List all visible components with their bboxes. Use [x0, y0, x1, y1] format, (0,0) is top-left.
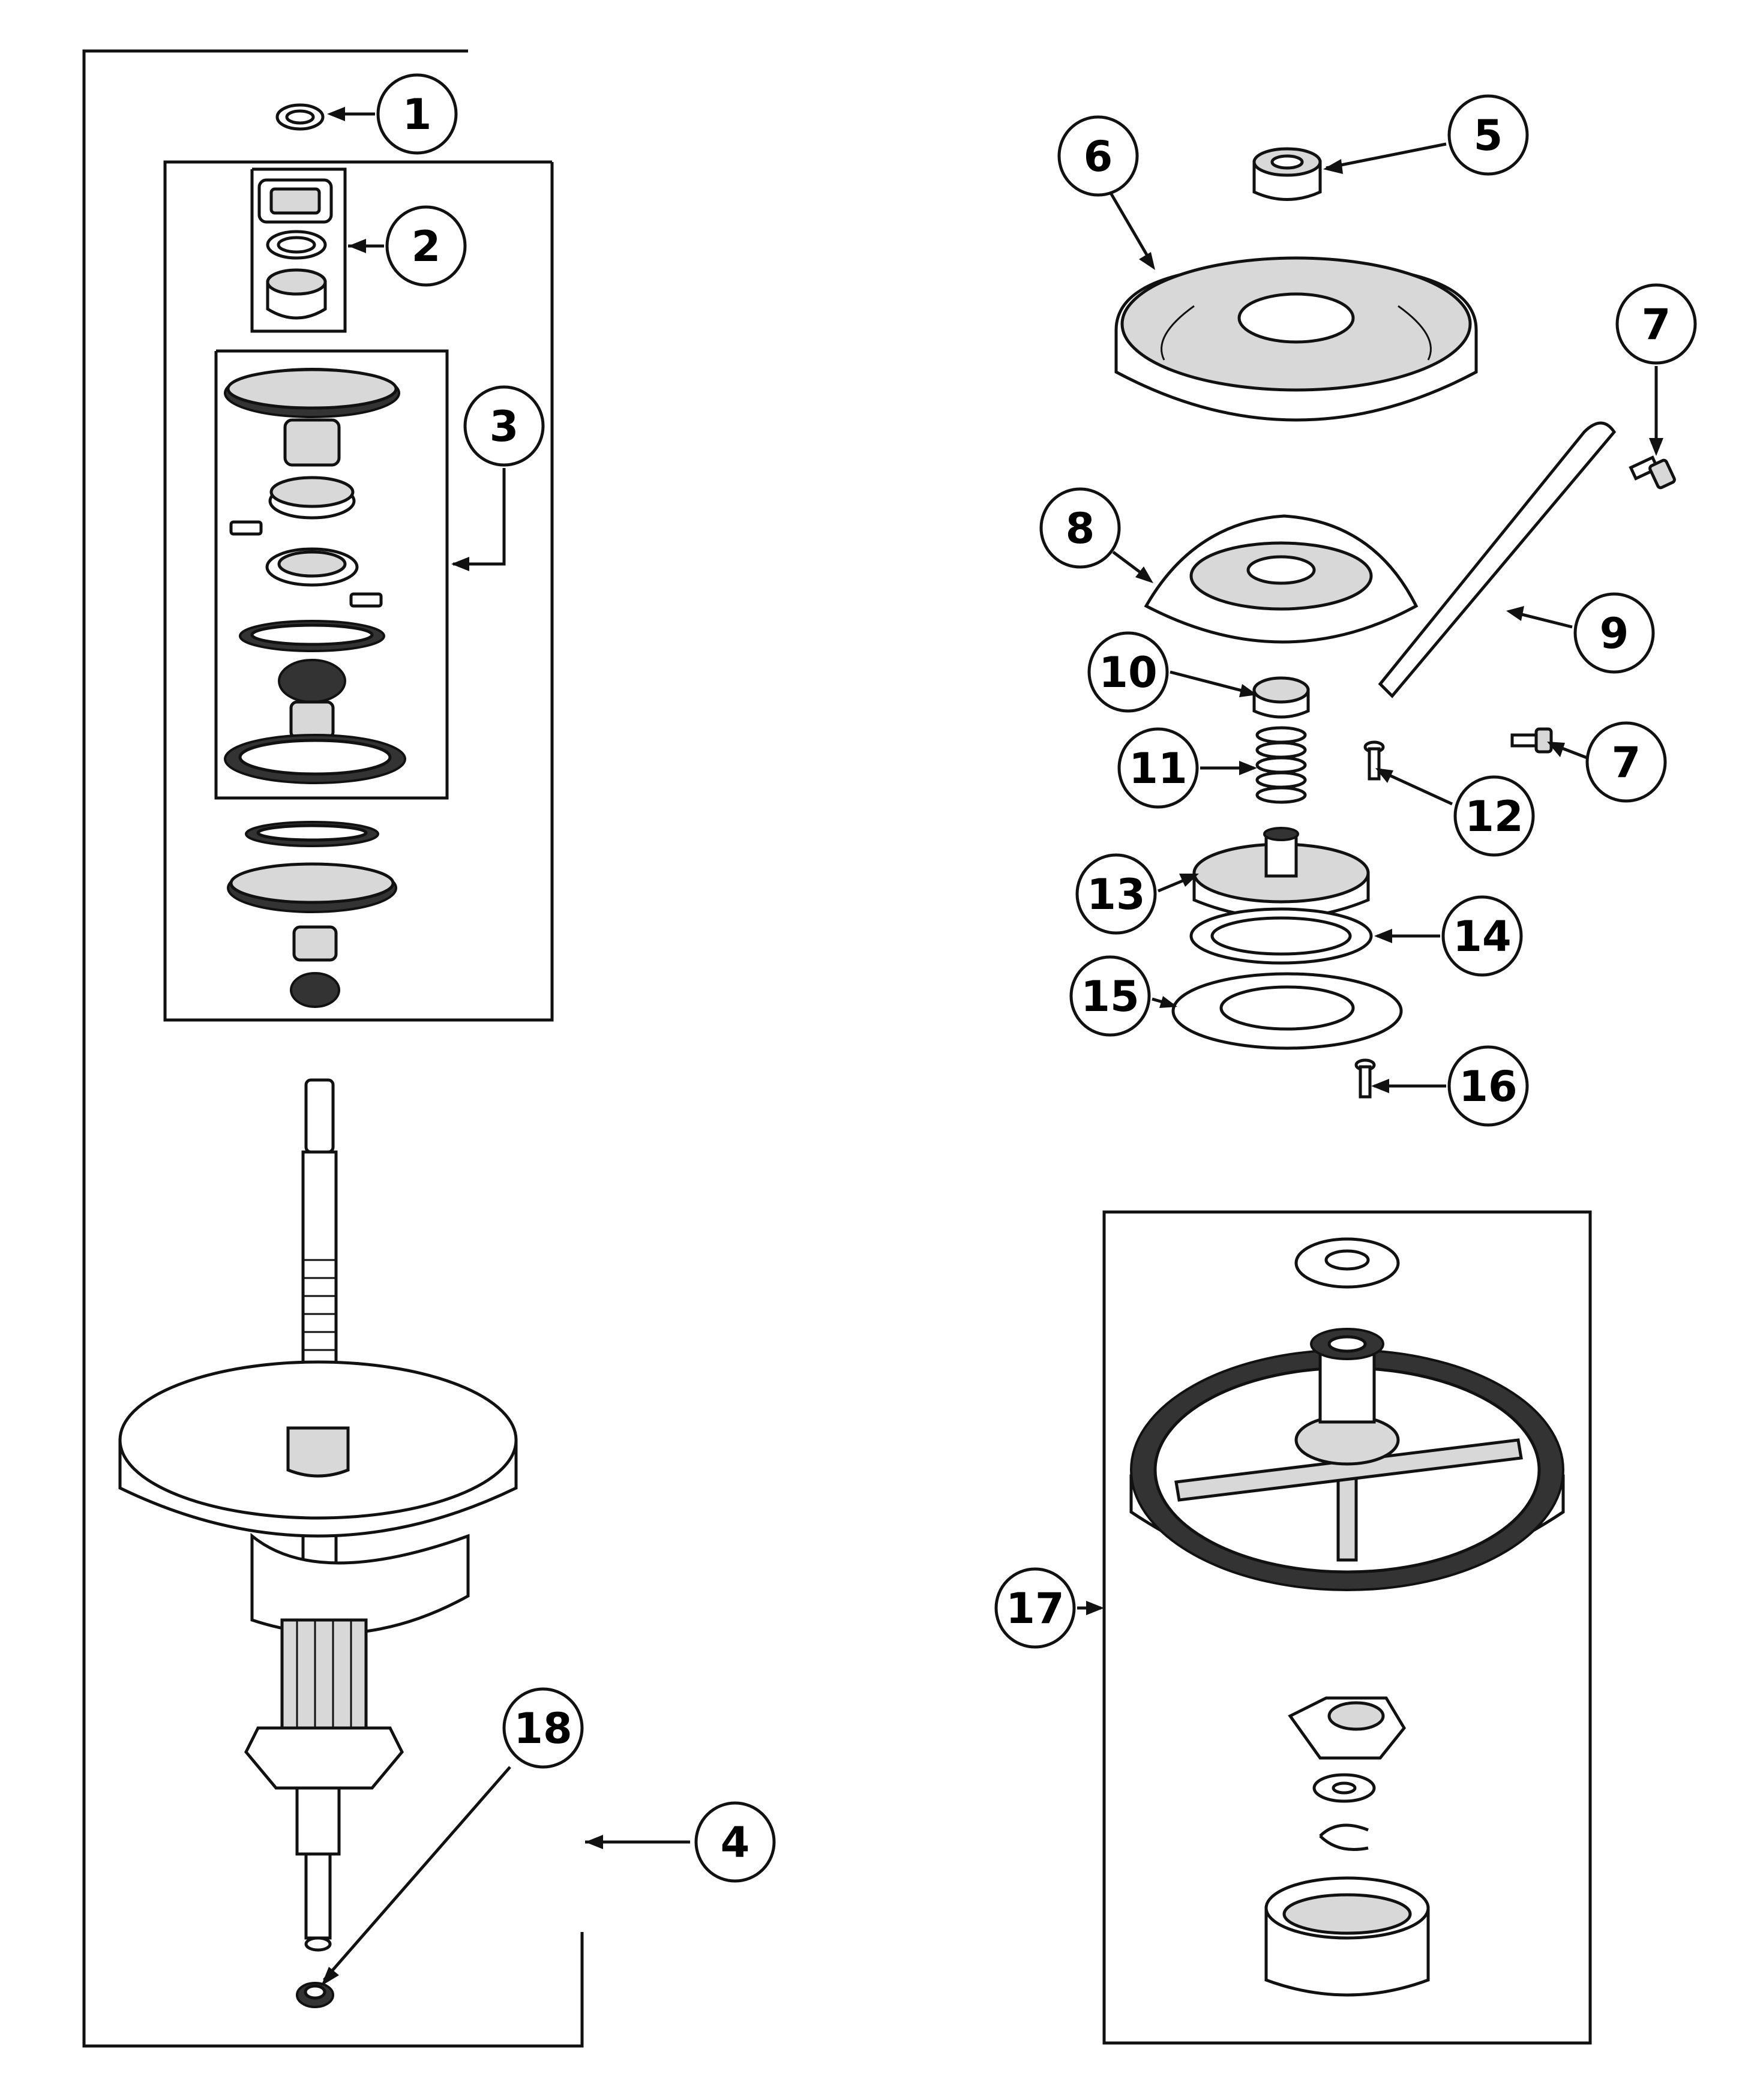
callout-3: 3 — [463, 385, 545, 467]
callout-11: 11 — [1117, 727, 1199, 809]
part-6-tub-cover — [1114, 256, 1478, 422]
part-10-cap — [1252, 676, 1310, 719]
callout-5-label: 5 — [1474, 111, 1503, 160]
callout-18: 18 — [502, 1687, 584, 1769]
callout-16: 16 — [1447, 1045, 1529, 1127]
callout-14: 14 — [1441, 895, 1523, 977]
part-15-plate — [1171, 972, 1403, 1050]
callout-4-label: 4 — [721, 1818, 750, 1867]
part-2-seal-group — [250, 167, 347, 333]
callout-14-label: 14 — [1453, 912, 1511, 961]
part-8-hub — [1144, 514, 1419, 644]
callout-9-label: 9 — [1600, 609, 1629, 658]
callout-2: 2 — [385, 205, 467, 287]
callout-7-mid-label: 7 — [1612, 738, 1641, 787]
callout-13: 13 — [1075, 853, 1157, 935]
part-1-ring — [275, 103, 325, 131]
part-14-ring — [1189, 907, 1373, 965]
callout-8-label: 8 — [1066, 504, 1095, 553]
callout-13-label: 13 — [1087, 870, 1145, 919]
part-9-lever — [1378, 421, 1617, 698]
callout-7-mid: 7 — [1585, 721, 1667, 803]
part-7-bolt-top — [1629, 455, 1676, 490]
part-12-screw — [1363, 740, 1385, 781]
callout-8: 8 — [1039, 487, 1121, 569]
callout-15: 15 — [1069, 955, 1151, 1037]
leader-lines — [321, 107, 1663, 1986]
callout-5: 5 — [1447, 94, 1529, 176]
seal-kit-bracket — [163, 160, 554, 1022]
part-17-drive-pulley-kit — [1129, 1237, 1565, 1997]
callout-1: 1 — [376, 73, 458, 155]
callout-10: 10 — [1087, 631, 1169, 713]
callout-17: 17 — [994, 1567, 1076, 1649]
callout-6: 6 — [1057, 115, 1139, 197]
callout-15-label: 15 — [1081, 972, 1139, 1021]
callout-18-label: 18 — [514, 1704, 572, 1753]
part-16-screw — [1354, 1058, 1376, 1099]
callout-7-top: 7 — [1615, 283, 1697, 365]
callout-11-label: 11 — [1129, 744, 1187, 793]
callout-12: 12 — [1453, 775, 1535, 857]
callout-6-label: 6 — [1084, 132, 1113, 181]
callout-17-label: 17 — [1006, 1584, 1064, 1633]
part-7-bolt-mid — [1510, 727, 1553, 754]
callout-3-label: 3 — [490, 402, 519, 451]
part-3-gear-kit — [214, 349, 449, 800]
part-5-cam — [1252, 147, 1322, 201]
part-4-transmission — [118, 1078, 518, 1952]
part-11-spring — [1255, 726, 1307, 804]
callout-9: 9 — [1573, 592, 1655, 674]
callout-1-label: 1 — [403, 90, 432, 139]
part-17-kit-frame — [1102, 1210, 1592, 2045]
part-18-nut — [296, 1982, 334, 2008]
callout-2-label: 2 — [412, 222, 441, 271]
part-13-pulley — [1192, 827, 1370, 920]
callout-4: 4 — [694, 1801, 776, 1883]
callout-12-label: 12 — [1465, 792, 1523, 841]
callout-16-label: 16 — [1459, 1062, 1517, 1111]
transmission-assembly-frame — [82, 49, 584, 2048]
callout-10-label: 10 — [1099, 648, 1157, 697]
lower-gear-stack — [227, 821, 397, 1008]
callout-7-top-label: 7 — [1642, 300, 1671, 349]
